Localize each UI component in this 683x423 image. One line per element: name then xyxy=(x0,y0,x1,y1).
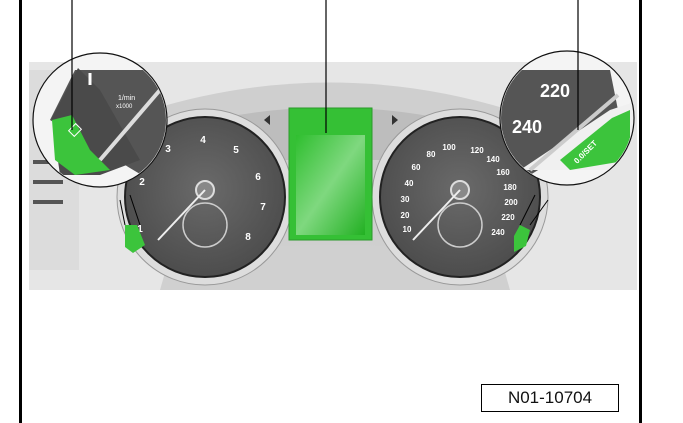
speedometer: 10 20 30 40 60 80 100 120 140 160 180 20… xyxy=(371,108,549,286)
speed-tick-200: 200 xyxy=(504,198,518,207)
tach-tick-2: 2 xyxy=(139,177,145,188)
tach-tick-8: 8 xyxy=(245,232,251,243)
tach-tick-6: 6 xyxy=(255,172,261,183)
right-turn-indicator-icon xyxy=(392,115,398,125)
speed-tick-120: 120 xyxy=(470,146,484,155)
speed-tick-140: 140 xyxy=(486,155,500,164)
speed-tick-10: 10 xyxy=(403,225,412,234)
magnified-tick-220: 220 xyxy=(540,81,570,101)
left-turn-indicator-icon xyxy=(264,115,270,125)
tach-tick-5: 5 xyxy=(233,145,239,156)
set-button-small[interactable] xyxy=(514,225,530,252)
speed-tick-40: 40 xyxy=(405,179,414,188)
frame-right-border xyxy=(639,0,642,423)
tach-tick-4: 4 xyxy=(200,135,206,146)
magnifier-right: 220 240 0.0/SET xyxy=(499,50,635,226)
trip-reset-button-magnified[interactable] xyxy=(52,115,110,175)
magnified-tick-240: 240 xyxy=(512,117,542,137)
tach-tick-3: 3 xyxy=(165,144,171,155)
speed-tick-160: 160 xyxy=(496,168,510,177)
frame-left-border xyxy=(19,0,22,423)
speed-tick-240: 240 xyxy=(491,228,505,237)
speed-tick-220: 220 xyxy=(501,213,515,222)
figure-reference-label: N01-10704 xyxy=(481,384,619,412)
magnifier-left: 1/min x1000 xyxy=(32,52,168,226)
speed-tick-20: 20 xyxy=(401,211,410,220)
speed-tick-180: 180 xyxy=(503,183,517,192)
speed-tick-60: 60 xyxy=(412,163,421,172)
tach-tick-7: 7 xyxy=(260,202,266,213)
trip-reset-button-small[interactable] xyxy=(125,225,145,253)
tach-unit-2: x1000 xyxy=(116,104,133,110)
set-button-magnified[interactable] xyxy=(560,110,630,170)
speed-tick-100: 100 xyxy=(442,143,456,152)
tach-tick-1: 1 xyxy=(137,224,143,235)
speed-tick-80: 80 xyxy=(427,150,436,159)
tachometer: 1 2 3 4 5 6 7 8 xyxy=(116,108,294,286)
speed-tick-30: 30 xyxy=(401,195,410,204)
tach-unit-1: 1/min xyxy=(118,95,135,102)
